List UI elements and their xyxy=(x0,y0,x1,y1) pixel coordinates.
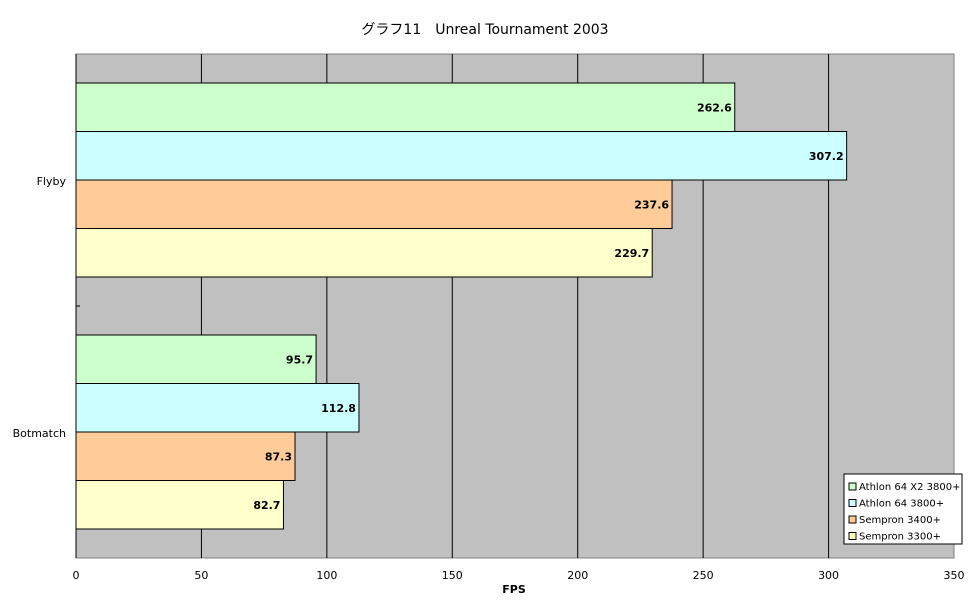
x-tick-label: 100 xyxy=(316,569,337,582)
bar xyxy=(75,431,296,481)
legend-entry: Athlon 64 X2 3800+ xyxy=(859,482,960,493)
category-label: Flyby xyxy=(37,175,67,188)
legend-swatch xyxy=(848,515,857,524)
bar xyxy=(75,131,848,181)
legend-swatch xyxy=(848,482,857,491)
x-tick-label: 300 xyxy=(818,569,839,582)
bar xyxy=(75,480,284,530)
x-tick-label: 250 xyxy=(693,569,714,582)
bar xyxy=(75,334,317,384)
value-labels: 262.6 307.2 237.6 229.7 95.7 112.8 87.3 82.7 xyxy=(253,101,843,512)
x-tick-label: 150 xyxy=(442,569,463,582)
x-tick-label: 200 xyxy=(567,569,588,582)
legend-box xyxy=(843,473,963,545)
bar-value-label: 95.7 xyxy=(286,353,313,366)
x-tick-label: 50 xyxy=(194,569,208,582)
bars xyxy=(75,82,848,530)
bar-value-label: 262.6 xyxy=(697,101,732,114)
bar-value-label: 82.7 xyxy=(253,499,280,512)
bar xyxy=(75,383,360,433)
bar-value-label: 112.8 xyxy=(321,402,356,415)
chart-title: グラフ11 Unreal Tournament 2003 xyxy=(361,22,608,38)
x-tick-label: 0 xyxy=(73,569,80,582)
legend: Athlon 64 X2 3800+ Athlon 64 3800+ Sempron… xyxy=(843,473,963,545)
bar-value-label: 237.6 xyxy=(634,198,669,211)
x-axis-ticks: 0 50 100 150 200 250 300 350 xyxy=(73,569,965,582)
bar xyxy=(75,82,736,132)
legend-entry: Athlon 64 3800+ xyxy=(859,499,944,510)
bar-value-label: 229.7 xyxy=(614,247,649,260)
legend-entry: Sempron 3300+ xyxy=(859,532,941,543)
bar xyxy=(75,228,653,278)
bar-value-label: 87.3 xyxy=(265,450,292,463)
legend-swatch xyxy=(848,532,857,540)
bar xyxy=(75,179,673,229)
x-tick-label: 350 xyxy=(944,569,965,582)
category-label: Botmatch xyxy=(13,427,66,440)
legend-swatch xyxy=(848,499,857,507)
legend-entry: Sempron 3400+ xyxy=(859,515,941,526)
bar-value-label: 307.2 xyxy=(809,150,844,163)
x-axis-label: FPS xyxy=(502,583,526,596)
